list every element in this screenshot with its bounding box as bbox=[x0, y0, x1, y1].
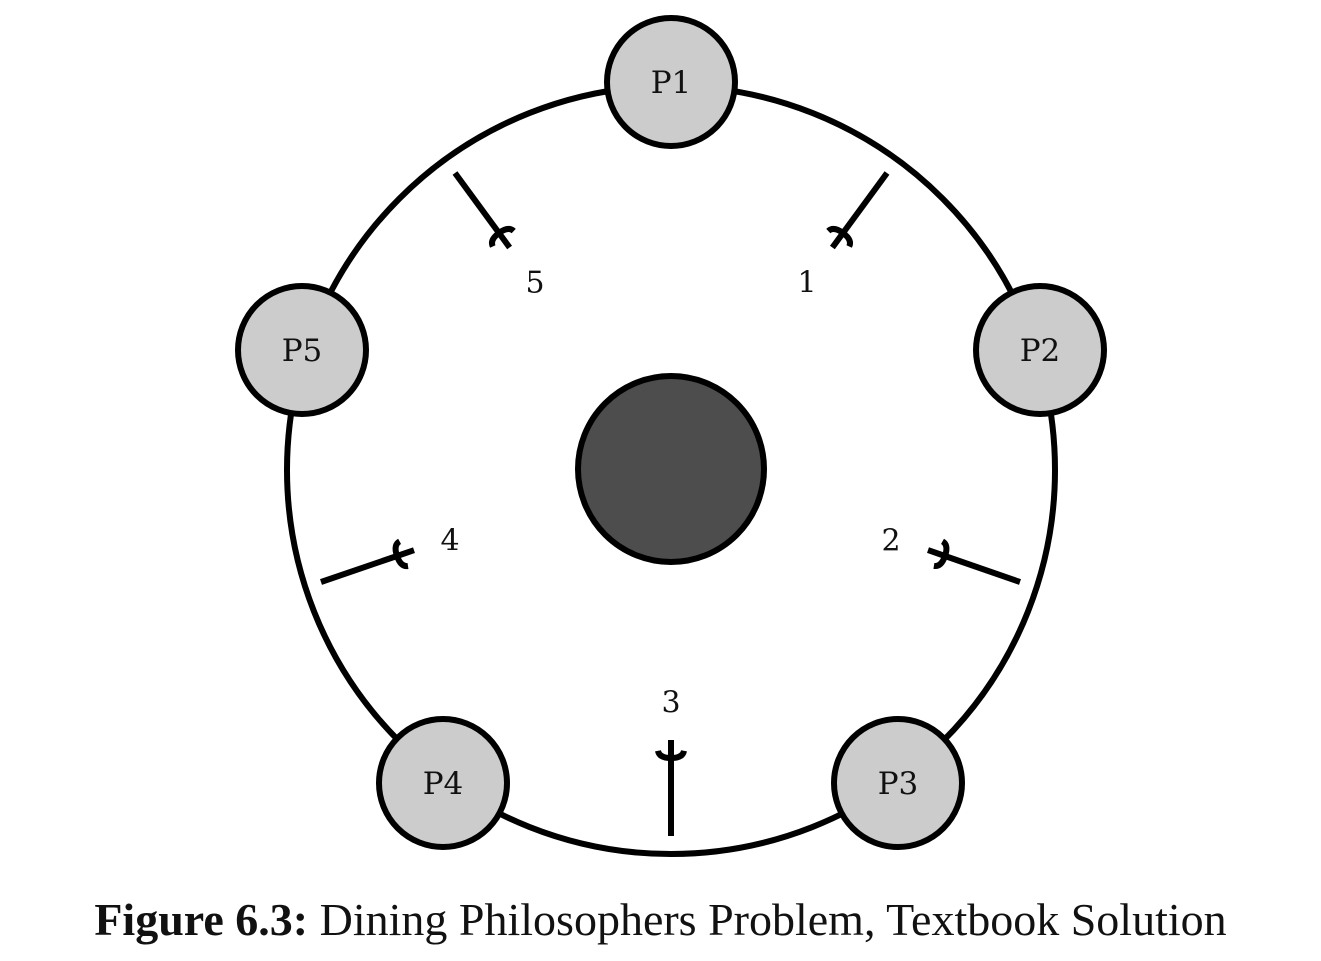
philosopher-circle bbox=[235, 283, 369, 417]
fork-f1: 1 bbox=[797, 171, 890, 301]
caption-prefix: Figure 6.3: bbox=[94, 894, 309, 945]
figure-caption: Figure 6.3: Dining Philosophers Problem,… bbox=[0, 888, 1321, 952]
philosopher-p1: P1 bbox=[604, 15, 738, 149]
fork-tines bbox=[655, 740, 687, 761]
fork-tines bbox=[489, 226, 516, 250]
fork-handle bbox=[320, 553, 398, 585]
philosopher-p4: P4 bbox=[376, 716, 510, 850]
fork-label: 2 bbox=[881, 524, 900, 559]
forks: 1 2 3 4 5 bbox=[320, 171, 1021, 836]
philosopher-p3: P3 bbox=[831, 716, 965, 850]
fork-f2: 2 bbox=[881, 524, 1021, 585]
fork-handle bbox=[840, 171, 890, 235]
fork-label: 5 bbox=[525, 266, 544, 301]
fork-handle bbox=[944, 553, 1021, 585]
caption-text: Dining Philosophers Problem, Textbook So… bbox=[319, 894, 1227, 945]
philosopher-label: P3 bbox=[878, 766, 919, 802]
fork-f4: 4 bbox=[320, 524, 460, 585]
fork-tines bbox=[927, 538, 950, 570]
philosopher-circle bbox=[973, 283, 1107, 417]
fork-tines bbox=[826, 226, 853, 250]
philosopher-p5: P5 bbox=[235, 283, 369, 417]
fork-label: 1 bbox=[797, 266, 816, 301]
fork-tines bbox=[392, 538, 415, 570]
philosopher-circle bbox=[604, 15, 738, 149]
philosopher-circle bbox=[376, 716, 510, 850]
fork-f3: 3 bbox=[655, 686, 687, 836]
fork-f5: 5 bbox=[452, 171, 545, 301]
philosopher-label: P4 bbox=[423, 766, 464, 802]
center-bowl bbox=[575, 373, 767, 565]
fork-label: 4 bbox=[440, 524, 459, 559]
philosopher-label: P1 bbox=[651, 65, 692, 101]
philosopher-p2: P2 bbox=[973, 283, 1107, 417]
philosopher-label: P5 bbox=[282, 333, 323, 369]
philosopher-circle bbox=[831, 716, 965, 850]
philosopher-label: P2 bbox=[1020, 333, 1061, 369]
fork-handle bbox=[452, 171, 502, 235]
fork-label: 3 bbox=[661, 686, 680, 721]
